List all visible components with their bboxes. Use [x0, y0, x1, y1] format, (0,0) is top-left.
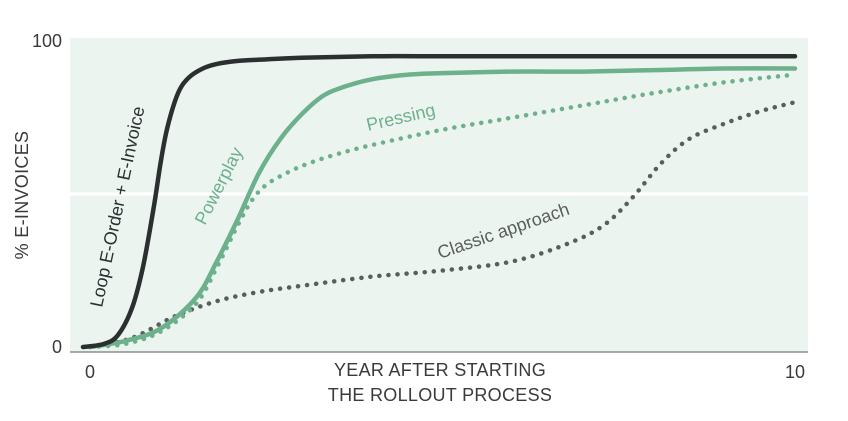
y-tick-label-100: 100 — [32, 31, 62, 51]
series-line-classic — [87, 99, 798, 350]
series-line-powerplay — [87, 66, 798, 350]
y-tick-label-0: 0 — [52, 337, 62, 357]
x-tick-label-10: 10 — [785, 362, 805, 382]
x-axis-title-line-1: YEAR AFTER STARTING — [334, 360, 546, 380]
series-layer — [80, 53, 798, 350]
series-line-pressing — [87, 72, 798, 350]
x-tick-label-0: 0 — [85, 362, 95, 382]
x-axis-title-line-2: THE ROLLOUT PROCESS — [328, 385, 552, 405]
y-axis-title: % E-INVOICES — [12, 131, 32, 260]
series-line-loop — [80, 53, 798, 350]
